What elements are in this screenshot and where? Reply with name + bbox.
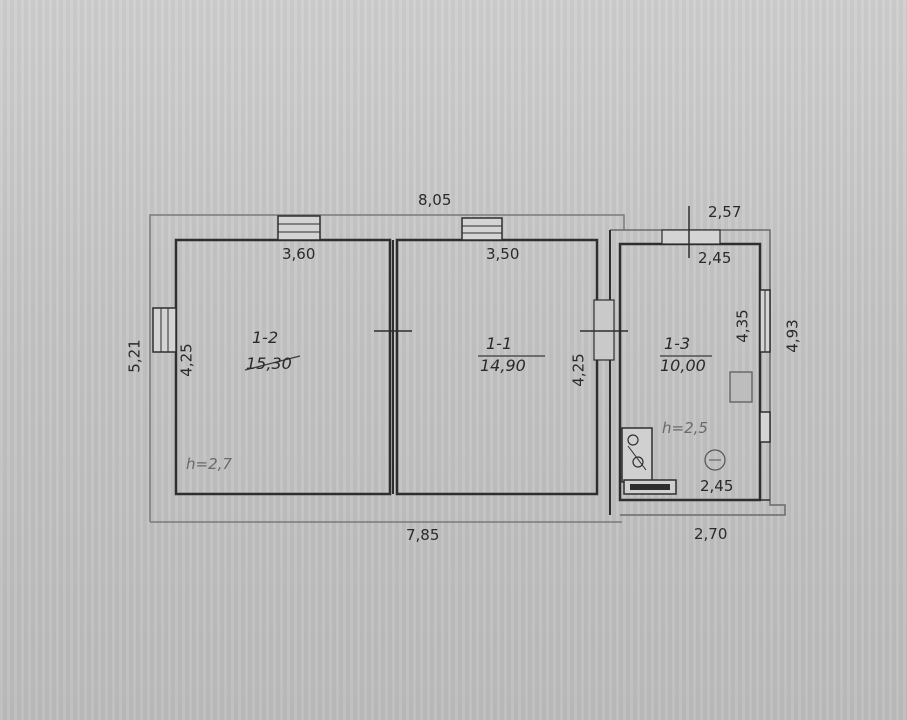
room-1-1-number: 1-1 (486, 334, 513, 353)
window-top-middle (461, 217, 503, 241)
annex-outer-outline (610, 229, 786, 516)
dim-annex-outer-bottom: 2,70 (694, 525, 728, 543)
window-left (152, 307, 177, 353)
dim-annex-inner-right: 4,35 (733, 309, 752, 343)
room-1-2-area: 15,30 (246, 354, 292, 373)
dim-annex-outer-top: 2,57 (708, 203, 742, 221)
room-1-3-number: 1-3 (664, 334, 691, 353)
dim-room2-top: 3,60 (282, 245, 316, 263)
dim-annex-outer-right: 4,93 (783, 319, 802, 353)
room-1-2-label-stroke (244, 355, 301, 371)
room-1-1-area: 14,90 (480, 356, 526, 375)
stove-fixture (621, 427, 653, 483)
window-annex-top (661, 229, 721, 245)
dim-annex-inner-top: 2,45 (698, 249, 732, 267)
height-note-annex: h=2,5 (662, 419, 708, 437)
window-annex-right (759, 289, 771, 353)
window-annex-right-small (759, 411, 771, 443)
dim-overall-left: 5,21 (125, 339, 144, 373)
room-1-3-area: 10,00 (660, 356, 706, 375)
sink-fixture (623, 479, 677, 495)
dim-overall-top: 8,05 (418, 191, 452, 209)
gas-meter-fixture (704, 449, 726, 471)
dim-overall-bottom: 7,85 (406, 526, 440, 544)
dim-room2-left: 4,25 (177, 343, 196, 377)
window-top-left (277, 215, 321, 241)
room-1-2-number: 1-2 (252, 328, 279, 347)
height-note-main: h=2,7 (186, 455, 232, 473)
dim-room1-right: 4,25 (569, 353, 588, 387)
dim-room1-top: 3,50 (486, 245, 520, 263)
dim-annex-inner-bottom: 2,45 (700, 477, 734, 495)
outer-outline-main (149, 214, 625, 522)
doorway-annex (593, 299, 615, 361)
boiler-fixture (729, 371, 753, 403)
